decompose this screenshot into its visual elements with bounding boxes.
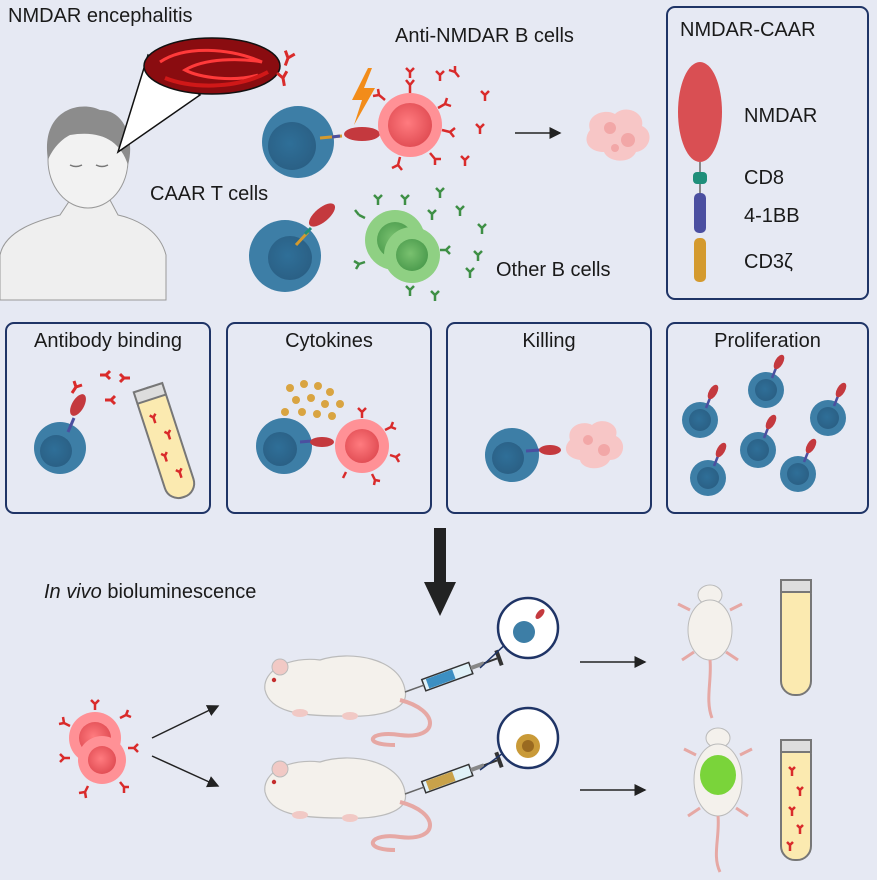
construct-title: NMDAR-CAAR [680,19,816,41]
antibody-icon [276,70,289,87]
anti-nmdar-b-cells-label: Anti-NMDAR B cells [395,25,574,47]
caar-t-cell-2 [249,203,336,292]
antibody-icon [283,50,296,67]
killing-illustration [485,421,624,482]
down-arrow-icon [424,528,456,616]
domain-nmdar-label: NMDAR [744,105,818,127]
antibody-binding-illustration [34,369,196,500]
in-vivo-italic: In vivo [44,581,102,603]
mouse-illustration-1 [264,655,432,747]
domain-cd8-label: CD8 [744,167,785,189]
assay-title: Killing [522,330,576,352]
assay-panel-antibody-binding: Antibody binding [5,322,211,514]
caar-construct-diagram [678,62,722,282]
arrow-icon [151,705,220,739]
caar-t-cells-label: CAAR T cells [150,183,269,205]
syringe-icon-2 [404,751,504,795]
assay-title: Cytokines [285,330,373,352]
domain-cd3z-label: CD3ζ [744,251,793,273]
construct-panel: NMDAR-CAAR NMDAR CD8 4-1BB CD3ζ [666,6,869,300]
assay-panel-killing: Killing [446,322,652,514]
other-b-cells [353,187,487,301]
domain-41bb-label: 4-1BB [744,205,800,227]
mouse-illustration-2 [264,757,432,852]
assay-panel-proliferation: Proliferation [666,322,869,514]
arrow-icon [151,755,220,788]
tumor-cell-cluster [58,699,139,799]
killed-cell-debris [586,109,650,161]
supine-mouse-1 [677,584,743,719]
assay-panel-cytokines: Cytokines [226,322,432,514]
lightning-icon [352,68,375,125]
proliferation-illustration [682,354,847,496]
in-vivo-rest: bioluminescence [101,581,257,603]
anti-nmdar-b-cell [372,66,490,171]
test-tube-clear [780,579,812,696]
in-vivo-title: In vivo bioluminescence [44,582,256,602]
bioluminescence-signal [700,755,736,795]
patient-illustration [0,106,167,301]
brain-section-illustration [116,37,296,154]
assay-title: Proliferation [714,330,821,352]
syringe-icon-1 [404,649,504,693]
other-b-cells-label: Other B cells [496,259,611,281]
supine-mouse-2 [683,727,753,873]
patient-title: NMDAR encephalitis [8,5,193,27]
assay-title: Antibody binding [34,330,182,352]
test-tube-icon [132,381,196,500]
cytokines-illustration [256,380,401,486]
caar-t-cell-1 [262,106,380,178]
test-tube-antibodies [780,739,812,861]
